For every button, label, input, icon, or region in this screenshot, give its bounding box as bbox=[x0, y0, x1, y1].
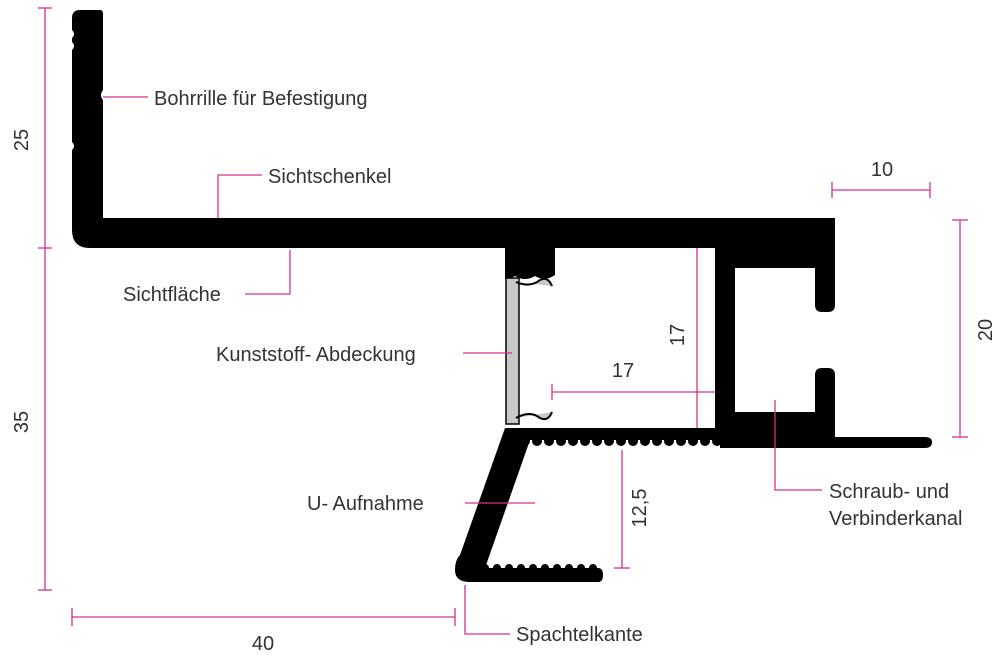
serration-tooth bbox=[640, 436, 650, 446]
dim-inner-height: 17 bbox=[667, 324, 689, 346]
serration-tooth bbox=[652, 436, 662, 446]
serration-tooth bbox=[712, 436, 722, 446]
serration-tooth bbox=[688, 436, 698, 446]
label-bohrrille: Bohrrille für Befestigung bbox=[154, 88, 367, 110]
serration-tooth bbox=[796, 436, 806, 446]
label-sichtschenkel: Sichtschenkel bbox=[268, 166, 391, 188]
plastic-cover bbox=[505, 277, 520, 425]
serration-tooth bbox=[616, 436, 626, 446]
serration-tooth bbox=[724, 436, 734, 446]
label-u-aufnahme: U- Aufnahme bbox=[307, 493, 424, 515]
serration-tooth bbox=[784, 436, 794, 446]
serration-tooth bbox=[532, 436, 542, 446]
serration-tooth bbox=[580, 436, 590, 446]
serration-tooth bbox=[568, 436, 578, 446]
label-kanal-2: Verbinderkanal bbox=[829, 508, 962, 530]
label-abdeckung: Kunststoff- Abdeckung bbox=[216, 344, 416, 366]
serration-tooth bbox=[820, 436, 830, 446]
serration-tooth bbox=[544, 436, 554, 446]
dimension-lines bbox=[38, 7, 968, 635]
serration-tooth bbox=[760, 436, 770, 446]
dim-top-right: 10 bbox=[871, 159, 893, 181]
dim-left-upper: 25 bbox=[11, 129, 33, 151]
serration-tooth bbox=[808, 436, 818, 446]
dim-u-depth: 12,5 bbox=[629, 489, 651, 528]
dim-left-lower: 35 bbox=[11, 411, 33, 433]
label-sichtflaeche: Sichtfläche bbox=[123, 284, 221, 306]
serration-tooth bbox=[628, 436, 638, 446]
dim-right-height: 20 bbox=[975, 319, 997, 341]
dim-inner-width: 17 bbox=[612, 360, 634, 382]
label-kanal-1: Schraub- und bbox=[829, 481, 949, 503]
serration-tooth bbox=[604, 436, 614, 446]
serration-tooth bbox=[664, 436, 674, 446]
dim-bottom-width: 40 bbox=[252, 633, 274, 655]
serration-tooth bbox=[736, 436, 746, 446]
serration-tooth bbox=[676, 436, 686, 446]
serration-tooth bbox=[748, 436, 758, 446]
aluminium-profile bbox=[72, 10, 932, 582]
serration-tooth bbox=[592, 436, 602, 446]
serration-tooth bbox=[772, 436, 782, 446]
serration-tooth bbox=[556, 436, 566, 446]
label-spachtelkante: Spachtelkante bbox=[516, 624, 643, 646]
serration-tooth bbox=[700, 436, 710, 446]
